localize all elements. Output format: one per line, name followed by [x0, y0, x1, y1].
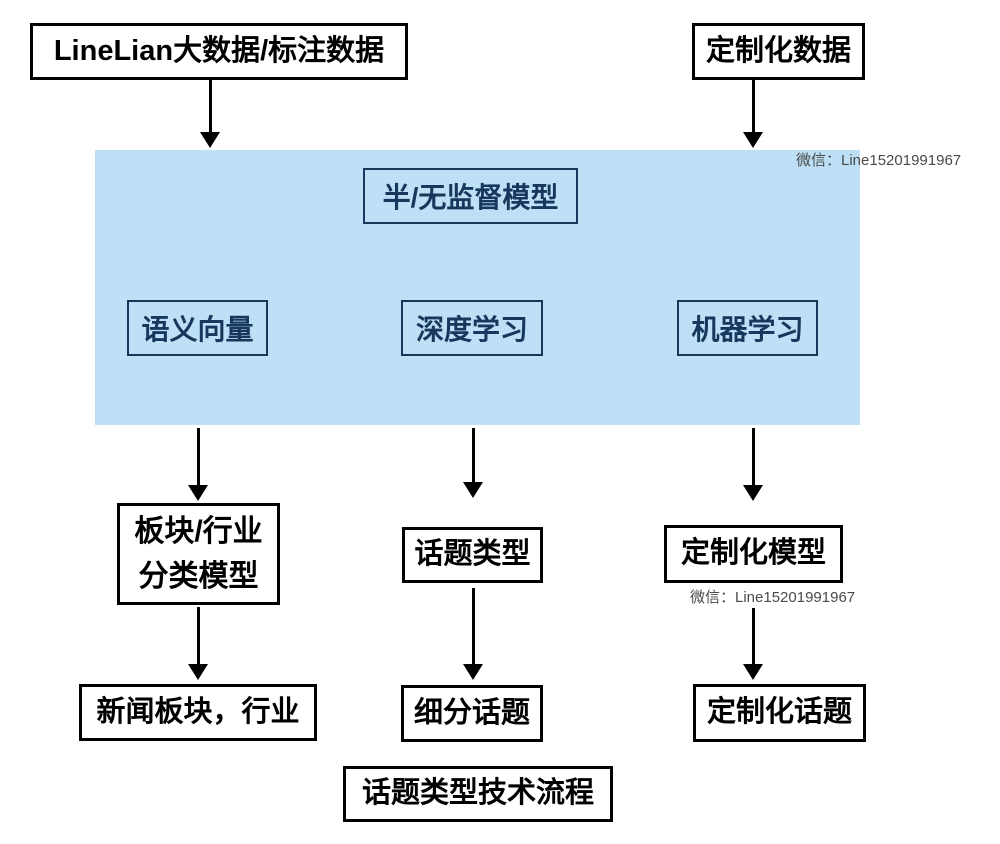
- node-news-sections-industry: 新闻板块，行业: [79, 684, 317, 741]
- arrow-industry-to-news: [188, 607, 208, 680]
- arrow-customdata-to-panel: [743, 80, 763, 148]
- arrow-panel-to-topic-type: [463, 428, 483, 498]
- arrow-panel-to-industry-model: [188, 428, 208, 501]
- node-deep-learning: 深度学习: [401, 300, 543, 356]
- node-deep-learning-label: 深度学习: [415, 314, 528, 345]
- diagram-title-label: 话题类型技术流程: [361, 777, 594, 810]
- node-semi-unsupervised-model: 半/无监督模型: [363, 168, 578, 224]
- industry-model-line1: 板块/行业: [134, 515, 263, 548]
- node-topic-type-label: 话题类型: [414, 538, 531, 571]
- node-custom-data-label: 定制化数据: [705, 34, 851, 67]
- node-subdivided-topics: 细分话题: [401, 685, 543, 742]
- model-panel: [95, 150, 860, 425]
- node-industry-classification-model: 板块/行业 分类模型: [117, 503, 280, 605]
- node-topic-type: 话题类型: [402, 527, 543, 583]
- diagram-title: 话题类型技术流程: [343, 766, 613, 822]
- arrow-panel-to-custom-model: [743, 428, 763, 501]
- node-machine-learning-label: 机器学习: [691, 314, 804, 345]
- node-custom-model: 定制化模型: [664, 525, 843, 583]
- node-semi-unsupervised-model-label: 半/无监督模型: [382, 182, 559, 213]
- node-linelian-bigdata-label: LineLian大数据/标注数据: [53, 34, 385, 67]
- arrow-topic-to-subtopic: [463, 588, 483, 680]
- node-industry-classification-model-label: 板块/行业 分类模型: [134, 509, 262, 599]
- node-semantic-vector: 语义向量: [127, 300, 268, 356]
- node-custom-topics-label: 定制化话题: [706, 696, 852, 729]
- arrow-custommodel-to-customtopic: [743, 608, 763, 680]
- watermark-middle: 微信：Line15201991967: [690, 589, 856, 606]
- industry-model-line2: 分类模型: [138, 560, 259, 593]
- node-news-sections-industry-label: 新闻板块，行业: [96, 695, 300, 728]
- node-machine-learning: 机器学习: [677, 300, 818, 356]
- node-custom-topics: 定制化话题: [693, 684, 866, 742]
- node-linelian-bigdata: LineLian大数据/标注数据: [30, 23, 408, 80]
- node-custom-data: 定制化数据: [692, 23, 865, 80]
- node-semantic-vector-label: 语义向量: [141, 314, 254, 345]
- node-subdivided-topics-label: 细分话题: [413, 696, 530, 729]
- arrow-linelian-to-panel: [200, 80, 220, 148]
- node-custom-model-label: 定制化模型: [680, 537, 826, 570]
- watermark-top: 微信：Line15201991967: [796, 152, 962, 169]
